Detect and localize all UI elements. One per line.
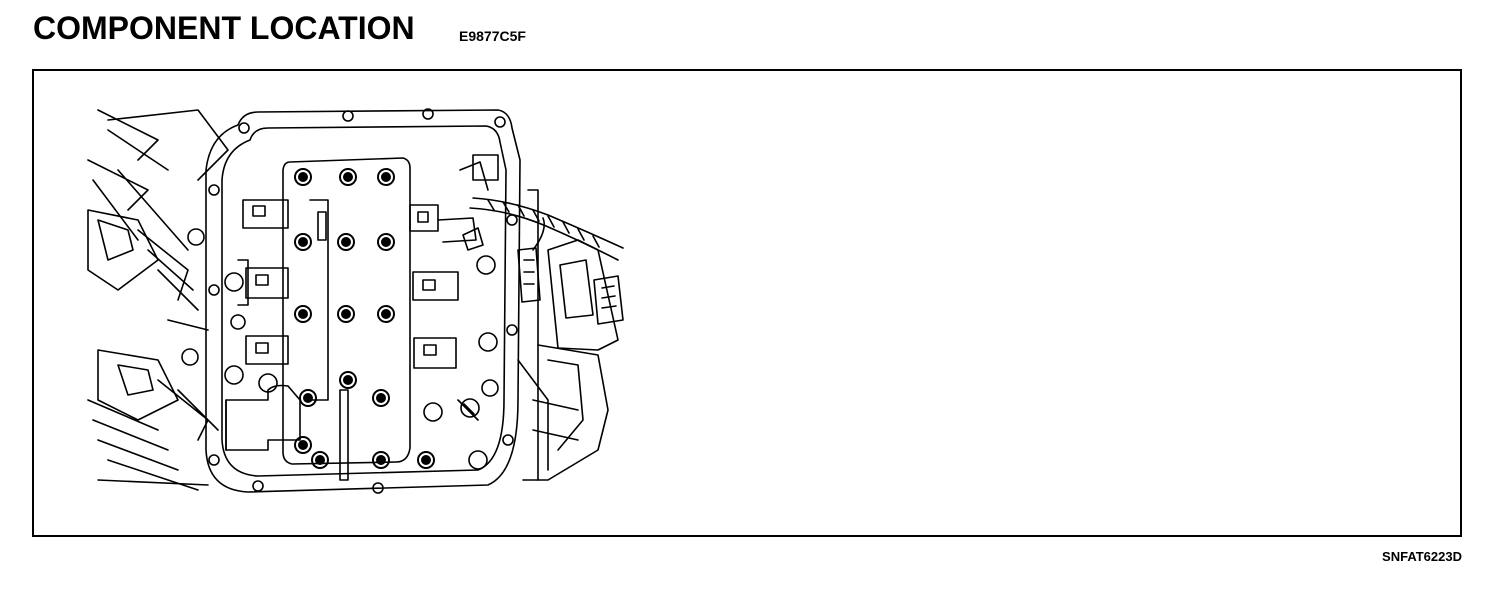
valve-body-bolts <box>295 169 434 468</box>
right-housing <box>518 190 623 480</box>
figure-id: SNFAT6223D <box>1382 549 1462 564</box>
pan-flange <box>206 110 520 492</box>
page-title: COMPONENT LOCATION <box>33 10 415 46</box>
section-code: E9877C5F <box>459 28 526 44</box>
lower-left-component <box>226 386 300 451</box>
illustration-frame <box>32 69 1462 537</box>
wiring-harness <box>463 198 623 302</box>
valve-body-illustration <box>78 100 638 510</box>
valve-body-plate <box>283 158 410 464</box>
left-housing-lines <box>88 110 228 490</box>
left-solenoids <box>225 200 288 392</box>
right-solenoids <box>410 155 498 469</box>
